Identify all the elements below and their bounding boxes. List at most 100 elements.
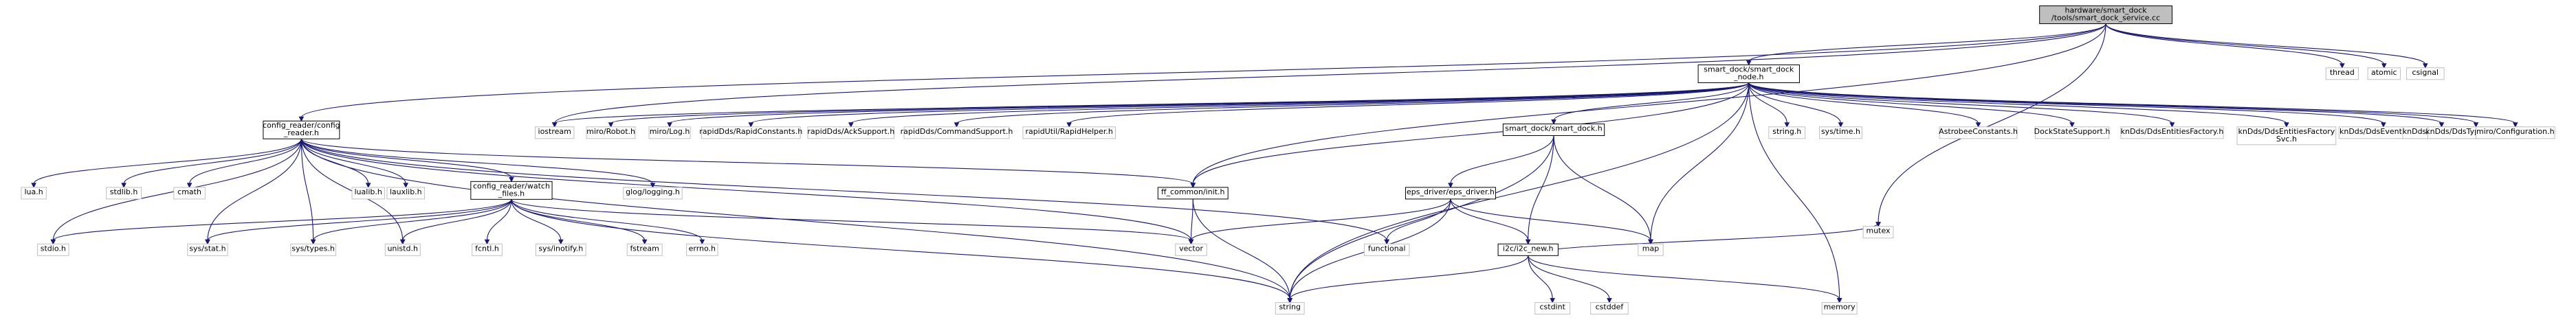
node-label: map bbox=[1642, 244, 1659, 253]
node-box bbox=[586, 126, 636, 139]
node-box bbox=[1275, 302, 1305, 315]
node-box bbox=[535, 126, 575, 139]
edge-smart-dock-h-to-eps-driver bbox=[1450, 135, 1554, 184]
arrowhead bbox=[2473, 122, 2479, 128]
node-string-h: string.h bbox=[1768, 126, 1806, 139]
arrowhead bbox=[1525, 239, 1531, 245]
node-lauxlib-h: lauxlib.h bbox=[386, 187, 426, 200]
node-box bbox=[384, 243, 421, 256]
edge-smart-dock-node-to-dock-state bbox=[1748, 82, 2073, 124]
node-label: rapidDds/AckSupport.h bbox=[807, 127, 894, 136]
arrowhead bbox=[1384, 239, 1390, 245]
node-config-reader[interactable]: config_reader/config_reader.h bbox=[263, 120, 340, 139]
node-box bbox=[701, 126, 801, 139]
arrowhead bbox=[2423, 63, 2428, 69]
node-cstddef: cstddef bbox=[1590, 302, 1629, 315]
node-box bbox=[535, 243, 586, 256]
node-lualib-h: lualib.h bbox=[351, 187, 385, 200]
node-box bbox=[1819, 126, 1862, 139]
edge-smart-dock-h-to-map bbox=[1553, 135, 1651, 241]
edge-watch-files-to-stdio-h bbox=[52, 198, 512, 241]
node-box bbox=[2039, 5, 2172, 25]
arrowhead bbox=[1648, 239, 1653, 245]
arrowhead bbox=[2069, 122, 2075, 128]
node-cstdint: cstdint bbox=[1534, 302, 1571, 315]
edge-root-to-smart-dock-node bbox=[1748, 23, 2106, 62]
node-rapid-ack: rapidDds/AckSupport.h bbox=[807, 126, 895, 139]
node-watch-files[interactable]: config_reader/watch_files.h bbox=[470, 181, 553, 200]
node-box bbox=[2475, 126, 2555, 139]
node-smart-dock-h[interactable]: smart_dock/smart_dock.h bbox=[1502, 123, 1605, 136]
node-box bbox=[686, 243, 718, 256]
arrowhead bbox=[31, 183, 36, 188]
node-label: hardware/smart_dock bbox=[2065, 6, 2147, 15]
node-label: thread bbox=[2330, 68, 2355, 77]
edge-eps-driver-to-i2c-new bbox=[1450, 198, 1529, 241]
edge-root-to-atomic bbox=[2105, 23, 2385, 65]
node-label: memory bbox=[1824, 303, 1856, 312]
arrowhead bbox=[2512, 122, 2518, 128]
node-box bbox=[1175, 243, 1207, 256]
arrowhead bbox=[2381, 122, 2386, 128]
edge-config-reader-to-ff-common bbox=[300, 138, 1193, 185]
edge-config-reader-to-lua-h bbox=[33, 139, 302, 185]
node-box bbox=[2406, 67, 2445, 80]
node-i2c-new[interactable]: i2c/i2c_new.h bbox=[1497, 243, 1559, 256]
node-stdlib-h: stdlib.h bbox=[106, 187, 142, 200]
node-eps-driver[interactable]: eps_driver/eps_driver.h bbox=[1405, 187, 1496, 200]
node-box bbox=[903, 126, 1010, 139]
node-label: _files.h bbox=[498, 189, 525, 198]
node-label: atomic bbox=[2371, 68, 2397, 77]
edge-root-to-iostream bbox=[554, 23, 2106, 124]
arrowhead bbox=[399, 239, 406, 245]
arrowhead bbox=[748, 122, 754, 128]
node-miro-log: miro/Log.h bbox=[648, 126, 691, 139]
node-label: mutex bbox=[1866, 227, 1891, 235]
edge-smart-dock-node-to-string-h bbox=[1748, 82, 1787, 124]
edge-i2c-new-to-memory bbox=[1528, 255, 1840, 299]
edge-root-to-thread bbox=[2105, 23, 2343, 65]
edge-watch-files-to-sys-inotify bbox=[511, 199, 562, 241]
node-label: fstream bbox=[630, 244, 659, 253]
node-smart-dock-node[interactable]: smart_dock/smart_dock_node.h bbox=[1697, 65, 1800, 84]
node-label: stdio.h bbox=[41, 244, 66, 253]
node-box bbox=[470, 181, 553, 200]
arrowhead bbox=[667, 122, 672, 128]
node-box bbox=[106, 187, 142, 200]
node-glog: glog/logging.h bbox=[623, 187, 683, 200]
node-cmath: cmath bbox=[173, 187, 206, 200]
arrowhead bbox=[1784, 122, 1790, 128]
arrowhead bbox=[365, 183, 371, 188]
edge-smart-dock-node-to-miro-config bbox=[1748, 82, 2516, 124]
node-box bbox=[290, 243, 336, 256]
node-sys-types: sys/types.h bbox=[290, 243, 336, 256]
nodes-layer: hardware/smart_dock/tools/smart_dock_ser… bbox=[21, 5, 2555, 315]
node-root[interactable]: hardware/smart_dock/tools/smart_dock_ser… bbox=[2039, 5, 2172, 25]
node-label: _reader.h bbox=[283, 128, 319, 137]
node-sys-stat: sys/stat.h bbox=[187, 243, 228, 256]
node-dock-state: DockStateSupport.h bbox=[2034, 126, 2110, 139]
node-ff-common[interactable]: ff_common/init.h bbox=[1157, 187, 1229, 200]
node-label: rapidDds/CommandSupport.h bbox=[901, 127, 1013, 136]
edge-root-to-mutex bbox=[1878, 23, 2106, 223]
edge-i2c-new-to-cstddef bbox=[1528, 255, 1610, 299]
edge-smart-dock-node-to-string bbox=[1289, 82, 1750, 299]
arrowhead bbox=[1188, 239, 1194, 245]
edge-i2c-new-to-string bbox=[1289, 255, 1529, 299]
arrowhead bbox=[1836, 298, 1842, 303]
node-rapid-constants: rapidDds/RapidConstants.h bbox=[699, 126, 802, 139]
node-label: lua.h bbox=[24, 187, 43, 196]
edge-i2c-new-to-cstdint bbox=[1528, 255, 1553, 299]
edge-i2c-new-to-mutex bbox=[1528, 222, 1879, 256]
node-label: sys/stat.h bbox=[189, 244, 225, 253]
node-label: sys/types.h bbox=[291, 244, 334, 253]
node-box bbox=[807, 126, 895, 139]
node-atomic: atomic bbox=[2367, 67, 2401, 80]
node-box bbox=[1497, 243, 1559, 256]
arrowhead bbox=[2169, 122, 2175, 128]
arrowhead bbox=[1875, 222, 1881, 227]
edge-root-to-ff-common bbox=[1192, 23, 2106, 184]
node-kn-factory: knDds/DdsEntitiesFactory.h bbox=[2120, 126, 2224, 139]
edge-config-reader-to-cmath bbox=[189, 139, 302, 184]
edge-smart-dock-node-to-rapid-helper bbox=[1068, 82, 1750, 124]
